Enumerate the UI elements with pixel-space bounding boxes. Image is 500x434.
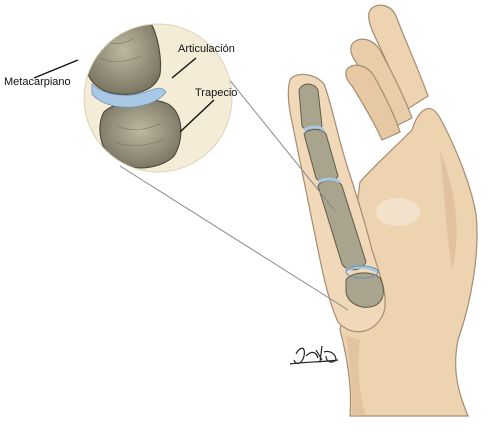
inset-cartilage <box>91 83 167 108</box>
zoom-line-top <box>227 77 337 213</box>
distal-phalanx <box>298 83 323 131</box>
label-trapezium: Trapecio <box>195 87 238 99</box>
leader-joint <box>171 57 197 79</box>
middle-finger <box>350 38 413 129</box>
leader-lines <box>33 57 215 133</box>
trapezium-bone <box>345 272 384 308</box>
inset-trapezium-bone <box>99 99 182 169</box>
label-joint: Articulación <box>178 43 235 55</box>
zoom-line-bottom <box>119 165 349 311</box>
thumb-bones <box>298 83 384 308</box>
inset-metacarpal-bone <box>85 24 162 95</box>
index-finger <box>368 4 429 111</box>
zoom-guides <box>119 77 349 311</box>
ring-finger <box>345 64 401 141</box>
palm <box>339 108 478 417</box>
leader-metacarpal <box>33 59 79 79</box>
leader-trapezium <box>179 99 215 133</box>
artist-signature <box>289 345 339 365</box>
hand-drawing <box>287 4 478 417</box>
label-metacarpal: Metacarpiano <box>4 76 71 88</box>
